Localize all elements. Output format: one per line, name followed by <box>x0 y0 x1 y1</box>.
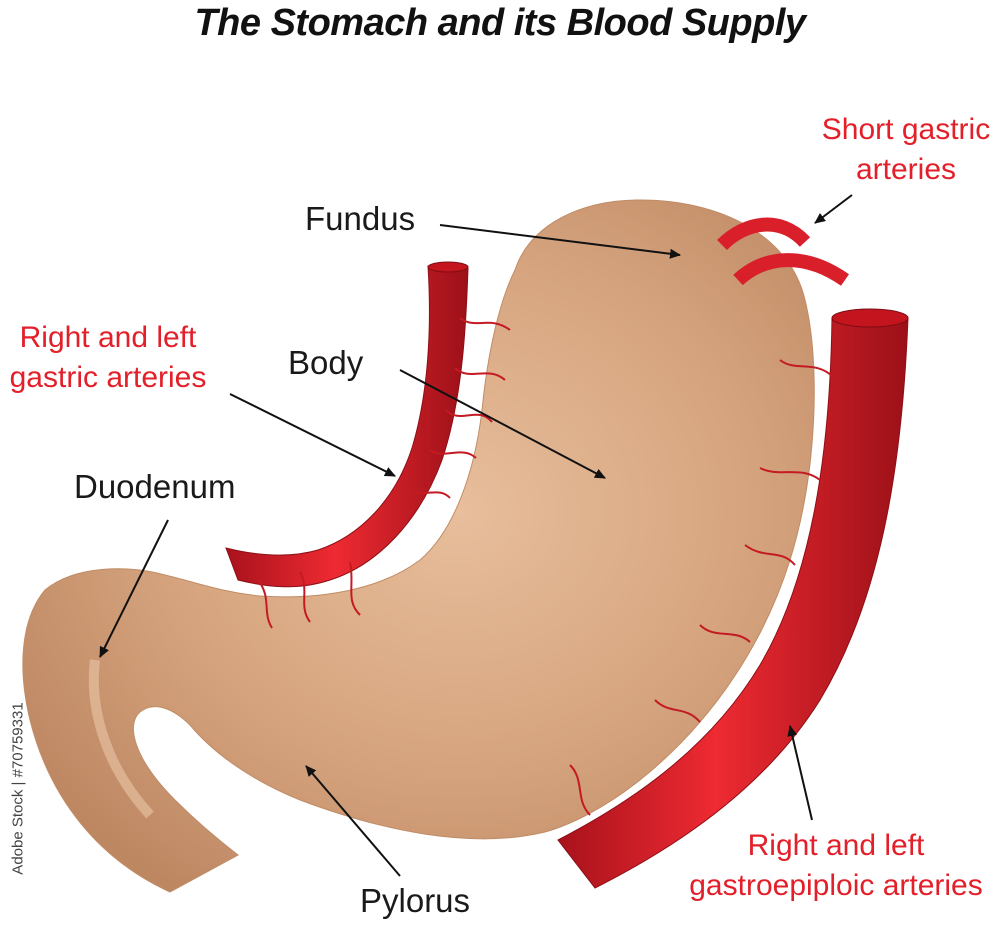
watermark-text: Adobe Stock | #70759331 <box>9 702 27 875</box>
stomach-shape <box>22 199 815 893</box>
label-duodenum: Duodenum <box>74 468 236 505</box>
gastroepiploic-artery <box>557 317 909 889</box>
label-gastric-arteries: Right and left gastric arteries <box>0 318 216 398</box>
label-short-gastric-arteries: Short gastric arteries <box>812 110 1000 190</box>
title: The Stomach and its Blood Supply <box>194 2 806 44</box>
label-body: Body <box>288 344 364 381</box>
label-epiploic-line2: gastroepiploic arteries <box>689 869 983 902</box>
stock-watermark: Adobe Stock | #70759331 <box>8 660 28 920</box>
label-short-line1: Short gastric <box>821 113 991 146</box>
label-gastric-line1: Right and left <box>19 321 197 354</box>
label-pylorus: Pylorus <box>360 882 471 919</box>
label-short-line2: arteries <box>855 153 957 186</box>
gastric-artery <box>225 265 469 588</box>
branch-vessels <box>257 317 833 816</box>
gastric-artery-end <box>427 261 469 273</box>
short-gastric-artery-2 <box>733 253 850 286</box>
label-fundus: Fundus <box>305 200 416 237</box>
pointer-arrows <box>99 194 853 877</box>
label-epiploic-line1: Right and left <box>747 829 925 862</box>
duodenum-highlight <box>88 659 154 819</box>
gastroepiploic-artery-end <box>831 308 909 328</box>
label-gastric-line2: gastric arteries <box>9 361 207 394</box>
short-gastric-artery-1 <box>717 217 811 251</box>
label-gastroepiploic-arteries: Right and left gastroepiploic arteries <box>672 826 1000 906</box>
